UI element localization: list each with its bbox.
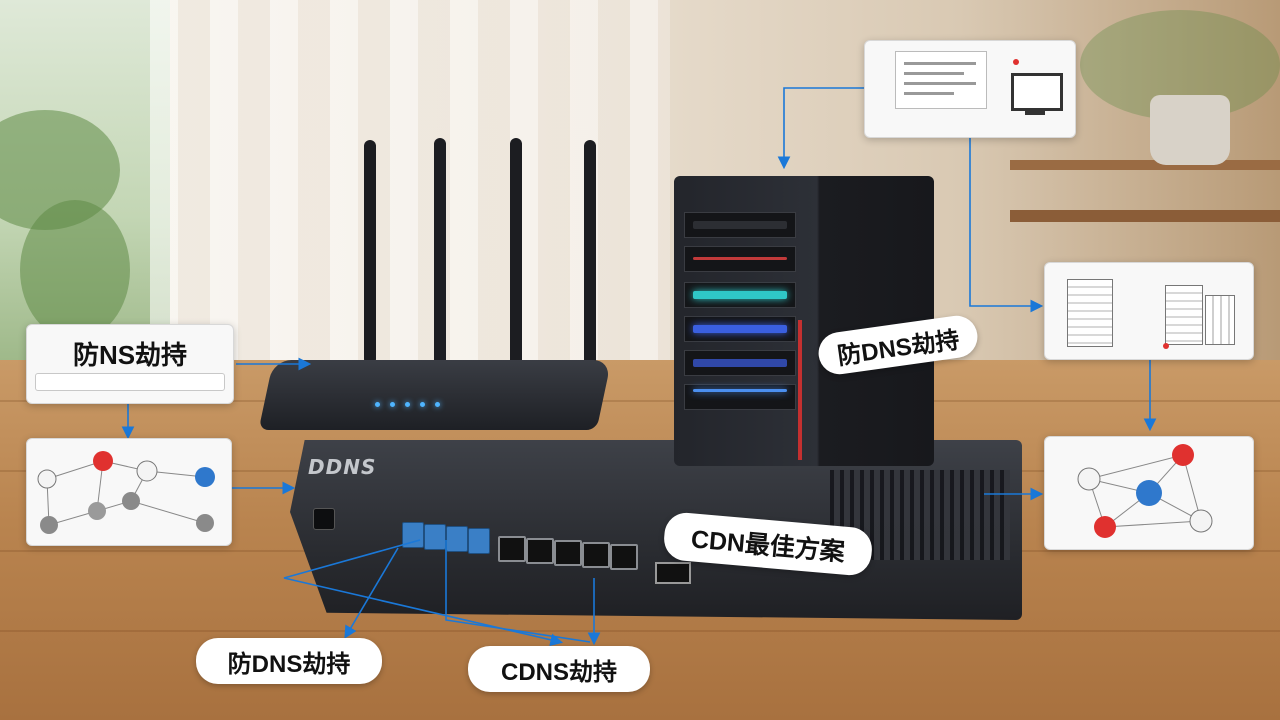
callout-bottom-center-label: CDNS劫持: [468, 646, 650, 692]
ethernet-port: [554, 540, 582, 566]
graph-diagram: [37, 451, 215, 534]
switch-brand-logo: DDNS: [308, 455, 377, 479]
sfp-port: [402, 522, 424, 548]
plant: [20, 200, 130, 340]
router-antenna: [510, 138, 522, 370]
drive-bay: [684, 246, 796, 272]
server-diagram-card: [1044, 262, 1254, 360]
graph-node: [196, 514, 214, 532]
graph-node: [40, 516, 58, 534]
graph-node: [195, 467, 215, 487]
ethernet-port: [526, 538, 554, 564]
drive-bay: [684, 212, 796, 238]
graph-node: [1094, 516, 1116, 538]
callout-bottom-left-label: 防DNS劫持: [196, 638, 382, 684]
graph-node: [122, 492, 140, 510]
wood-grain: [0, 400, 1280, 402]
dns-graph-diagram: [1077, 444, 1213, 538]
card-tab-row: [35, 373, 225, 391]
dashboard-panel: [895, 51, 987, 109]
ethernet-port: [610, 544, 638, 570]
router-antenna: [364, 140, 376, 365]
monitor-icon: [1011, 73, 1063, 111]
graph-node: [1077, 467, 1101, 491]
dns-graph-card: [1044, 436, 1254, 550]
sfp-port: [446, 526, 468, 552]
graph-node: [136, 460, 158, 482]
router-antenna: [584, 140, 596, 380]
server-box-icon: [1067, 279, 1113, 347]
router-led: [420, 402, 425, 407]
status-dot: [1013, 59, 1019, 65]
shelf: [1010, 160, 1280, 170]
drive-bay: [684, 350, 796, 376]
dashboard-card: [864, 40, 1076, 138]
arrow: [777, 87, 866, 170]
router-antenna: [434, 138, 446, 368]
info-card-title: 防NS劫持: [26, 324, 234, 404]
usb-port: [655, 562, 691, 584]
sfp-port: [424, 524, 446, 550]
server-rack-icon: [1205, 295, 1235, 345]
graph-node: [1172, 444, 1194, 466]
router-led: [405, 402, 410, 407]
router-led: [390, 402, 395, 407]
wood-grain: [0, 630, 1280, 632]
sfp-port: [468, 528, 490, 554]
switch-power-button: [313, 508, 335, 530]
monitor-stand: [1025, 111, 1045, 115]
server-accent-stripe: [798, 320, 802, 460]
status-dot: [1163, 343, 1169, 349]
curtain: [150, 0, 670, 390]
router-led: [375, 402, 380, 407]
graph-node: [1189, 509, 1213, 533]
graph-node: [37, 469, 57, 489]
arrow: [283, 539, 564, 647]
card-title: 防NS劫持: [72, 340, 188, 370]
ethernet-port: [498, 536, 526, 562]
arrow: [344, 547, 399, 639]
drive-bay: [684, 384, 796, 410]
graph-node: [88, 502, 106, 520]
ethernet-port: [582, 542, 610, 568]
shelf: [1010, 210, 1280, 222]
server-box-icon: [1165, 285, 1203, 345]
drive-bay: [684, 316, 796, 342]
arrow: [969, 138, 1044, 313]
graph-node: [93, 451, 113, 471]
graph-node: [1136, 480, 1162, 506]
drive-bay: [684, 282, 796, 308]
vase: [1150, 95, 1230, 165]
network-graph-card: [26, 438, 232, 546]
router-led: [435, 402, 440, 407]
arrow: [445, 540, 591, 643]
